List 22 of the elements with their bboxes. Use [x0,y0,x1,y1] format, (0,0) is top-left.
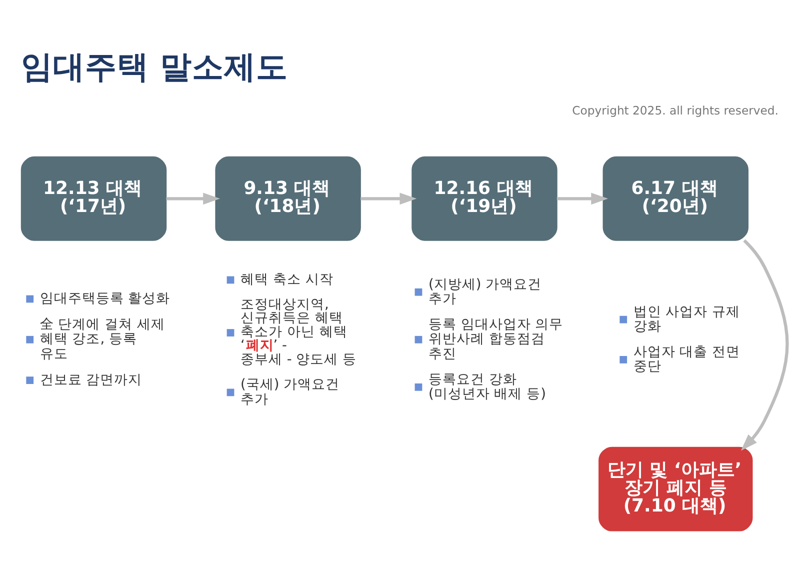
node-label: 全 단계에 걸쳐 세제 혜택 강조, 등록 유도 [40,316,165,362]
diagram-title: 임대주택 말소제도 [20,49,288,86]
arrow [556,192,608,204]
node-label: 조정대상지역, 신규취득은 혜택 축소가 아닌 혜택 ‘폐지’ - 종부세 - 양도세 등 [240,296,357,367]
node-label: 건보료 감면까지 [40,371,142,388]
node-box: 12.16 대책 (‘19년) [412,156,558,240]
node-label: 임대주택등록 활성화 [40,290,170,306]
node-label: 혜택 축소 시작 [240,271,334,288]
node-label: 사업자 대출 전면 중단 [633,343,740,374]
arrow [740,238,789,450]
arrow [166,192,220,204]
node-box: 9.13 대책 (‘18년) [215,156,361,240]
node-label: (지방세) 가액요건 추가 [428,276,542,307]
node-label: 등록요건 강화 (미성년자 배제 등) [428,370,546,402]
node-label: 등록 임대사업자 의무 위반사례 합동점검 추진 [428,316,564,362]
arrow [360,192,417,204]
node-label: (국세) 가액요건 추가 [240,376,340,407]
node-box: 단기 및 ‘아파트’ 장기 폐지 등 (7.10 대책) [598,446,753,531]
node-label: 법인 사업자 규제 강화 [633,303,740,334]
node-box: 12.13 대책 (‘17년) [20,156,167,240]
label: Copyright 2025. all rights reserved. [572,102,778,117]
node-box: 6.17 대책 (‘20년) [602,156,748,240]
